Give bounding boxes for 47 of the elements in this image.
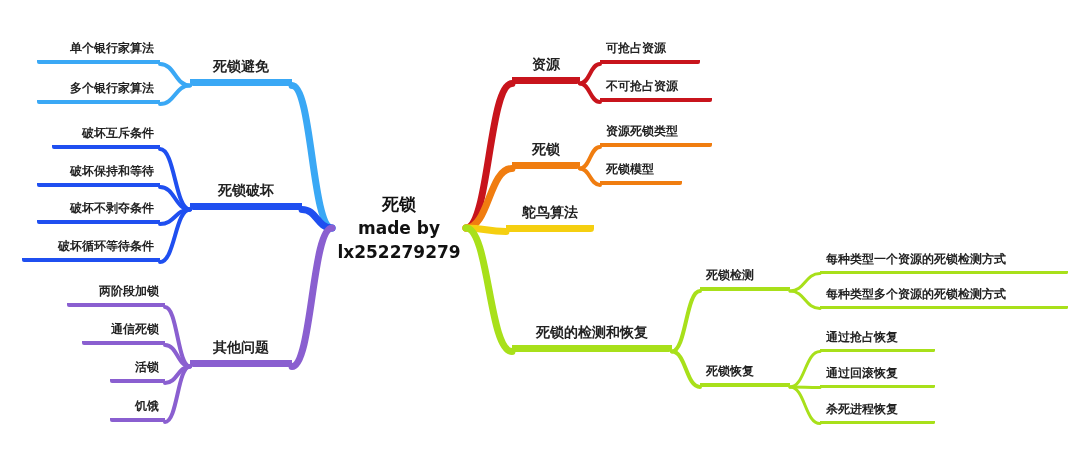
topic-branch: 死锁破坏: [190, 184, 302, 210]
branch-curve: [163, 364, 192, 424]
topic-branch: 不可抢占资源: [600, 78, 712, 102]
topic-branch: 死锁的检测和恢复: [512, 326, 672, 352]
topic-branch: 死锁避免: [190, 60, 292, 86]
topic-branch: 两阶段加锁: [67, 283, 165, 307]
branch-curve: [670, 289, 702, 354]
central-topic: 死锁: [382, 192, 416, 216]
topic-branch: 资源: [512, 58, 580, 84]
topic-branch: 通过回滚恢复: [820, 364, 935, 388]
topic-branch: 死锁模型: [600, 161, 682, 185]
branch-curve: [288, 224, 336, 370]
topic-branch: 死锁: [512, 143, 580, 169]
branch-curve: [158, 83, 192, 106]
topic-branch: 多个银行家算法: [37, 80, 160, 104]
topic-branch: 通信死锁: [82, 321, 165, 345]
topic-branch: 破坏循环等待条件: [22, 238, 160, 262]
topic-branch: 破坏保持和等待: [37, 163, 160, 187]
branch-curve: [578, 166, 602, 187]
branch-curve: [578, 62, 602, 86]
topic-branch: 饥饿: [110, 398, 165, 422]
branch-curve: [163, 343, 192, 369]
topic-branch: 鸵鸟算法: [506, 206, 594, 232]
topic-branch: 死锁检测: [700, 267, 790, 291]
topic-branch: 可抢占资源: [600, 40, 700, 64]
topic-branch: 破坏不剥夺条件: [37, 200, 160, 224]
topic-branch: 资源死锁类型: [600, 123, 712, 147]
branch-curve: [158, 207, 192, 264]
branch-curve: [578, 81, 602, 104]
branch-curve: [788, 385, 822, 425]
topic-branch: 每种类型一个资源的死锁检测方式: [820, 250, 1068, 274]
topic-branch: 其他问题: [190, 341, 292, 367]
author-note: made by lx252279279: [336, 216, 462, 264]
branch-curve: [670, 349, 702, 389]
topic-branch: 破坏互斥条件: [52, 125, 160, 149]
branch-curve: [788, 350, 822, 389]
topic-branch: 活锁: [110, 359, 165, 383]
branch-curve: [788, 272, 822, 293]
branch-curve: [158, 185, 192, 212]
topic-branch: 通过抢占恢复: [820, 328, 935, 352]
topic-branch: 单个银行家算法: [37, 40, 160, 64]
topic-branch: 死锁恢复: [700, 363, 790, 387]
branch-curve: [578, 145, 602, 171]
branch-curve: [788, 289, 822, 310]
topic-branch: 杀死进程恢复: [820, 400, 935, 424]
branch-curve: [158, 62, 192, 88]
topic-branch: 每种类型多个资源的死锁检测方式: [820, 285, 1068, 309]
